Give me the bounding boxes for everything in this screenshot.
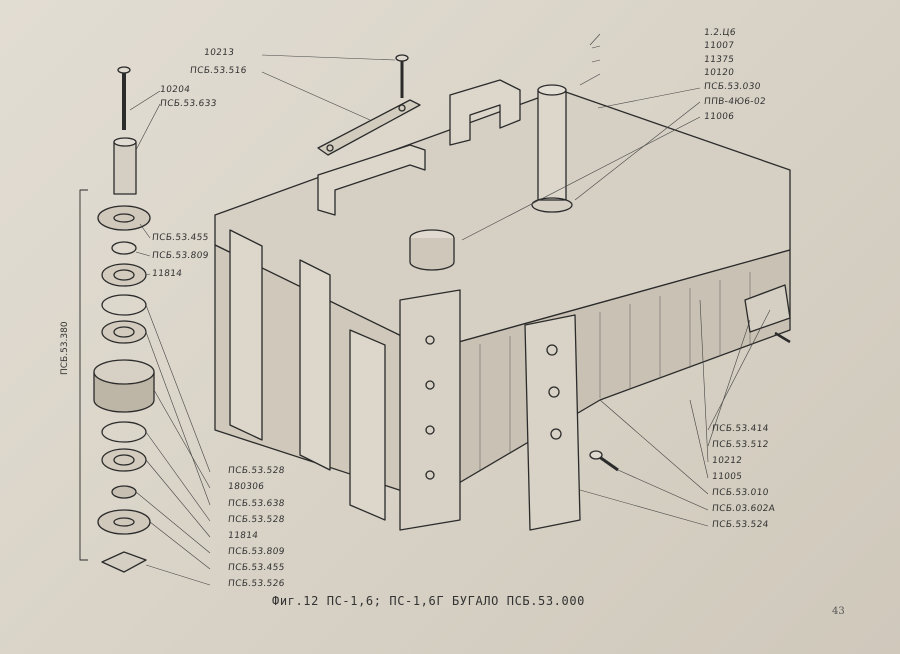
label-psb-53-010: ПСБ.53.010 (711, 488, 770, 498)
bearing-2-inner (113, 326, 135, 338)
label-10204: 10204 (159, 85, 191, 95)
left-flange (229, 229, 263, 441)
label-11007: 11007 (703, 41, 735, 51)
vertical-shaft (537, 89, 567, 201)
label-psb-53-809-bottom: ПСБ.53.809 (227, 547, 286, 557)
snap-ring-1 (101, 294, 147, 316)
screw-bottom (597, 454, 619, 472)
sleeve-top (113, 137, 137, 147)
label-psb-53-809-top: ПСБ.53.809 (151, 251, 210, 261)
label-11814-bottom: 11814 (227, 531, 259, 541)
bracket-hole-1 (425, 335, 435, 345)
bracket-hole-3 (425, 425, 435, 435)
bolt-10213-head (395, 54, 409, 62)
stack-bracket (79, 189, 88, 561)
label-10212: 10212 (711, 456, 743, 466)
central-bushing-wall (409, 238, 455, 271)
strip-hole-left (326, 144, 334, 152)
slotted-plate-hole-1 (546, 344, 558, 356)
ring-1 (111, 241, 137, 255)
snap-ring-2 (101, 421, 147, 443)
label-10120: 10120 (703, 68, 735, 78)
middle-flange (299, 259, 331, 471)
label-10213: 10213 (203, 48, 235, 58)
label-11005: 11005 (711, 472, 743, 482)
label-psb-53-633: ПСБ.53.633 (159, 99, 218, 109)
ring-2 (111, 485, 137, 499)
label-psb-03-602a: ПСБ.03.602А (711, 504, 776, 514)
bearing-1-inner (113, 269, 135, 281)
label-psb-53-455-top: ПСБ.53.455 (151, 233, 210, 243)
label-psb-53-526: ПСБ.53.526 (227, 579, 286, 589)
label-180306: 180306 (227, 482, 265, 492)
label-psb-53-030: ПСБ.53.030 (703, 82, 762, 92)
sleeve-psb-53-633 (113, 141, 137, 195)
washer-top (97, 205, 151, 231)
label-psb-53-528-a: ПСБ.53.528 (227, 466, 286, 476)
label-psb-53-455-bottom: ПСБ.53.455 (227, 563, 286, 573)
clip-psb-53-414 (744, 284, 791, 333)
label-ppv-4106-02: ППВ-4Ю6-02 (703, 97, 767, 107)
shaft-top (537, 84, 567, 96)
strip-hole-right (398, 104, 406, 112)
slotted-plate-hole-3 (550, 428, 562, 440)
label-11814-top: 11814 (151, 269, 183, 279)
bracket-hole-4 (425, 470, 435, 480)
bearing-2 (101, 320, 147, 344)
right-flange (349, 329, 386, 521)
label-1-2-c6: 1.2.Ц6 (703, 28, 737, 38)
bearing-3-inner (113, 454, 135, 466)
nut-plate (101, 551, 147, 573)
top-u-bracket-right (449, 79, 521, 146)
label-psb-53-524: ПСБ.53.524 (711, 520, 770, 530)
front-bracket-plate (399, 289, 461, 531)
bearing-3 (101, 448, 147, 472)
slotted-plate-hole-2 (548, 386, 560, 398)
top-strip-plate (317, 99, 421, 156)
label-psb-53-512: ПСБ.53.512 (711, 440, 770, 450)
pin-10204-head (117, 66, 131, 74)
label-psb-53-528-b: ПСБ.53.528 (227, 515, 286, 525)
washer-top-hole (113, 213, 135, 223)
screw-bottom-head (589, 450, 603, 460)
top-u-bracket-left (317, 144, 426, 216)
shaft-base-ring (531, 197, 573, 213)
screw-right (774, 331, 791, 344)
leader-lines (129, 33, 771, 586)
label-11375: 11375 (703, 55, 735, 65)
label-psb-53-414: ПСБ.53.414 (711, 424, 770, 434)
large-bushing-top (93, 359, 155, 385)
label-psb-53-638: ПСБ.53.638 (227, 499, 286, 509)
bearing-1 (101, 263, 147, 287)
label-11006: 11006 (703, 112, 735, 122)
slotted-plate (524, 314, 581, 531)
page-number: 43 (832, 606, 845, 617)
label-psb-53-380: ПСБ.53.380 (60, 321, 70, 375)
figure-caption: Фиг.12 ПС-1,6; ПС-1,6Г БУГАЛО ПСБ.53.000 (272, 594, 585, 608)
washer-bottom (97, 509, 151, 535)
washer-bottom-hole (113, 517, 135, 527)
label-psb-53-516: ПСБ.53.516 (189, 66, 248, 76)
bracket-hole-2 (425, 380, 435, 390)
